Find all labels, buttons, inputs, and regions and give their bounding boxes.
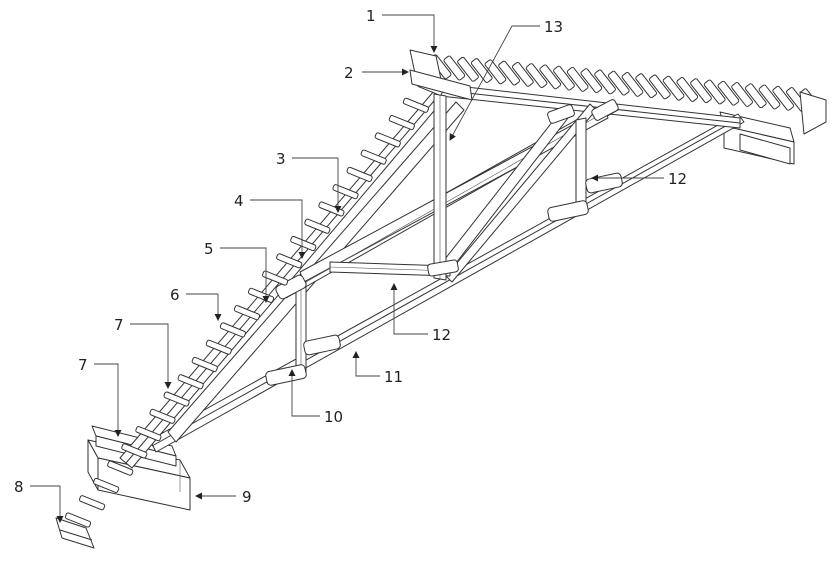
ridge-slat: [703, 79, 726, 105]
batten: [219, 322, 246, 338]
ridge-slat: [744, 83, 767, 109]
batten: [107, 460, 134, 476]
ridge-slat: [772, 85, 795, 111]
ridge-slat: [553, 65, 575, 91]
callout-3: 3: [276, 150, 286, 168]
batten: [205, 339, 232, 355]
batten: [135, 426, 162, 442]
ridge-slat: [594, 69, 616, 95]
batten: [79, 495, 106, 511]
ridge-slat: [607, 70, 630, 96]
ridge-slat: [621, 72, 644, 97]
ridge-slat: [635, 73, 658, 99]
callout-7-lower: 7: [78, 356, 88, 374]
callout-9: 9: [242, 488, 252, 506]
callout-10: 10: [324, 408, 343, 426]
ridge-slat: [731, 82, 753, 107]
batten: [402, 97, 429, 113]
batten: [346, 166, 373, 182]
batten: [374, 132, 401, 148]
ridge-slat: [566, 66, 589, 92]
callout-8: 8: [14, 478, 24, 496]
bottom-chord: [149, 113, 745, 453]
callout-2: 2: [344, 64, 354, 82]
batten: [121, 443, 148, 459]
queen-post-right: [575, 117, 587, 215]
ridge-slat: [662, 75, 685, 101]
ridge-slat: [580, 68, 603, 94]
callout-12-lower: 12: [432, 326, 451, 344]
batten: [64, 512, 92, 528]
ridge-slat: [690, 78, 712, 104]
callout-5: 5: [204, 240, 214, 258]
callout-11: 11: [384, 368, 403, 386]
batten: [93, 477, 120, 493]
clamp-blocks: [265, 99, 623, 386]
ridge-slat: [539, 64, 562, 90]
ridge-slat: [649, 74, 671, 100]
ridge-slat: [676, 77, 699, 102]
callout-1: 1: [366, 7, 376, 25]
batten: [332, 184, 359, 200]
ridge-slat: [470, 58, 493, 83]
leader-lines: [30, 14, 664, 523]
callout-7-upper: 7: [114, 316, 124, 334]
batten: [191, 356, 218, 373]
batten: [304, 218, 331, 234]
batten: [276, 253, 303, 269]
batten: [360, 149, 387, 165]
eave-end-plate: [799, 91, 827, 135]
batten: [149, 408, 176, 424]
ridge-slat: [758, 84, 781, 110]
callout-6: 6: [170, 286, 180, 304]
batten: [233, 305, 261, 321]
batten: [388, 115, 415, 131]
ridge-slat: [457, 56, 479, 82]
callout-12-upper: 12: [668, 170, 687, 188]
ridge-slat: [443, 55, 466, 81]
ridge-slat: [511, 61, 534, 87]
foot-plate: [55, 517, 95, 549]
callout-13: 13: [544, 18, 563, 36]
vertical-post: [295, 279, 307, 377]
batten: [177, 374, 204, 390]
batten: [163, 391, 190, 407]
ridge-slat: [525, 63, 548, 89]
batten: [262, 270, 289, 286]
horizontal-strut: [329, 261, 451, 277]
callout-numbers: 1 2 13 3 4 5 6 7 7 8 9 10 11 12 12: [14, 7, 687, 506]
ridge-battens: [429, 54, 822, 114]
king-post: [433, 93, 447, 281]
ridge-slat: [498, 60, 520, 86]
ridge-slat: [717, 80, 740, 106]
callout-4: 4: [234, 192, 244, 210]
